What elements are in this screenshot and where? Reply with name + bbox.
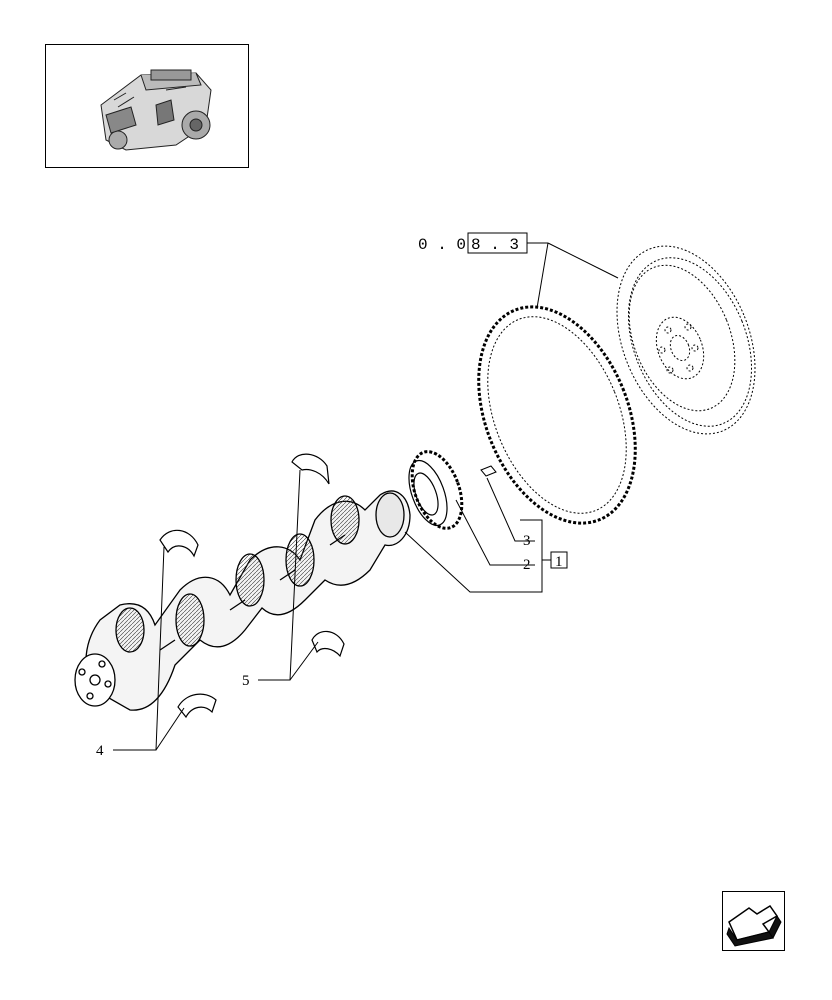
next-page-arrow-icon xyxy=(726,904,782,947)
item-1-label: 1 xyxy=(555,554,563,570)
item-5-label: 5 xyxy=(242,673,250,689)
reference-group-label: 0 . 0 xyxy=(418,236,466,254)
item-1-box xyxy=(550,551,568,569)
engine-thumbnail xyxy=(45,44,249,168)
reference-group-box xyxy=(467,232,528,254)
thrust-washers xyxy=(291,453,345,658)
item-3-label: 3 xyxy=(523,533,531,549)
next-page-button[interactable] xyxy=(722,891,785,951)
key-pin xyxy=(480,465,497,477)
leader-lines xyxy=(113,242,619,751)
item-4-label: 4 xyxy=(96,743,104,759)
ring-gear xyxy=(477,305,637,525)
flywheel xyxy=(616,245,756,435)
reference-group-boxed-label: 8 . 3 xyxy=(471,236,519,254)
main-bearing-shells xyxy=(159,529,217,719)
item-2-label: 2 xyxy=(523,557,531,573)
crankshaft xyxy=(74,490,411,711)
crankshaft-gear xyxy=(408,450,464,530)
engine-icon xyxy=(100,69,212,151)
